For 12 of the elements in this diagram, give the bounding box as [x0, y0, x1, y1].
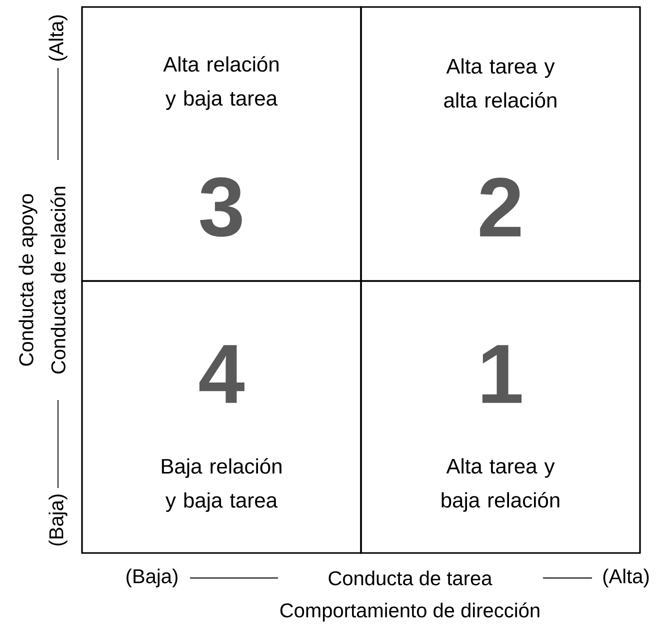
axis-label: Conducta de tarea — [328, 570, 492, 586]
quadrant-number: 2 — [480, 178, 520, 236]
quadrant-number: 4 — [199, 345, 244, 403]
quadrant-heading: Alta relación y baja tarea — [163, 56, 278, 110]
quadrant-heading: Alta tarea y baja relación — [442, 458, 560, 512]
quadrant-number: 1 — [482, 345, 522, 403]
quadrant-heading: Alta tarea y alta relación — [444, 58, 556, 108]
axis-label: Conducta de apoyo — [18, 194, 38, 366]
quadrant-number: 3 — [200, 177, 242, 237]
axis-label: Conducta de relación — [50, 186, 66, 374]
quadrant-heading: Baja relación y baja tarea — [162, 458, 282, 512]
axis-label: Comportamiento de dirección — [280, 602, 540, 622]
